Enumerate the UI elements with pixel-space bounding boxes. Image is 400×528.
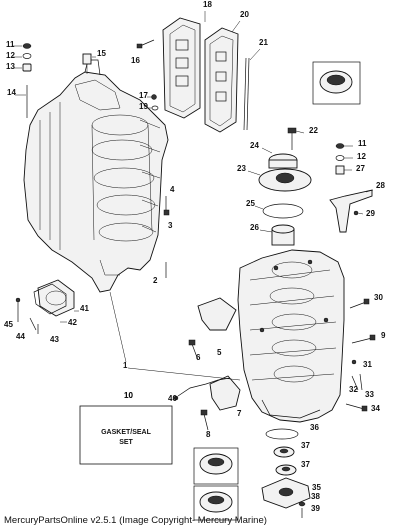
part-label-19: 19 xyxy=(139,102,148,111)
part-label-3: 3 xyxy=(168,221,173,230)
kit-box-line2: SET xyxy=(119,439,133,446)
parts-38-39 xyxy=(298,501,306,518)
part-label-33: 33 xyxy=(365,390,374,399)
bushing-26 xyxy=(259,224,295,246)
part-label-39: 39 xyxy=(311,504,320,513)
bolt-30 xyxy=(349,298,370,309)
parts-11-12-13 xyxy=(13,43,32,72)
bracket-7 xyxy=(200,375,241,431)
part-label-45: 45 xyxy=(4,320,13,329)
o-ring-25 xyxy=(254,203,304,219)
bolt-4 xyxy=(163,196,170,216)
part-label-27: 27 xyxy=(356,164,365,173)
part-label-22: 22 xyxy=(309,126,318,135)
part-label-35: 35 xyxy=(312,483,321,492)
part-label-32: 32 xyxy=(349,385,358,394)
part-label-16: 16 xyxy=(131,56,140,65)
part-label-37: 37 xyxy=(301,441,310,450)
lower-seal-inset-1 xyxy=(193,447,239,485)
part-label-23: 23 xyxy=(237,164,246,173)
part-label-43: 43 xyxy=(50,335,59,344)
bracket-28 xyxy=(329,189,374,233)
part-label-7: 7 xyxy=(237,409,242,418)
part-label-36: 36 xyxy=(310,423,319,432)
clamp-5 xyxy=(188,297,237,361)
part-label-11: 11 xyxy=(358,139,367,148)
parts-31-34 xyxy=(345,359,368,412)
part-label-26: 26 xyxy=(250,223,259,232)
part-label-18: 18 xyxy=(203,0,212,9)
crankcase-cover xyxy=(237,249,345,423)
part-label-6: 6 xyxy=(196,353,201,362)
part-label-12: 12 xyxy=(6,51,15,60)
stud-14 xyxy=(15,85,28,118)
gasket-20 xyxy=(204,20,241,133)
part-label-8: 8 xyxy=(206,430,211,439)
part-label-37: 37 xyxy=(301,460,310,469)
part-label-30: 30 xyxy=(374,293,383,302)
leader-1 xyxy=(127,367,241,381)
cable-40 xyxy=(173,377,231,401)
upper-seal-inset xyxy=(312,61,361,105)
part-label-4: 4 xyxy=(170,185,175,194)
part-label-21: 21 xyxy=(259,38,268,47)
lower-seal-inset-2 xyxy=(193,485,239,521)
part-label-17: 17 xyxy=(139,91,148,100)
part-label-29: 29 xyxy=(366,209,375,218)
seal-37b xyxy=(275,464,297,476)
housing-35 xyxy=(261,477,311,509)
bearing-cap-23 xyxy=(247,127,312,192)
part-label-10: 10 xyxy=(124,391,133,400)
part-label-1: 1 xyxy=(123,361,128,370)
part-label-11: 11 xyxy=(6,40,15,49)
kit-box-number: 10 xyxy=(124,391,133,400)
part-label-5: 5 xyxy=(217,348,222,357)
part-label-9: 9 xyxy=(381,331,386,340)
part-label-15: 15 xyxy=(97,49,106,58)
cover-plate-18 xyxy=(162,11,206,119)
part-label-41: 41 xyxy=(80,304,89,313)
seal-strip-21 xyxy=(243,48,261,131)
part-label-44: 44 xyxy=(16,332,25,341)
parts-11-12-27 xyxy=(335,143,353,175)
part-label-24: 24 xyxy=(250,141,259,150)
seal-37a xyxy=(273,446,295,458)
part-number-labels: 1234567891011121314151617181920212223242… xyxy=(4,0,386,513)
part-label-34: 34 xyxy=(371,404,380,413)
part-label-28: 28 xyxy=(376,181,385,190)
part-label-42: 42 xyxy=(68,318,77,327)
bolt-16 xyxy=(136,39,155,49)
plug-15 xyxy=(82,53,96,74)
part-label-25: 25 xyxy=(246,199,255,208)
gasket-seal-set-box: GASKET/SEAL SET xyxy=(79,405,173,465)
cover-plate-41 xyxy=(15,279,79,334)
part-label-12: 12 xyxy=(357,152,366,161)
leader-1b xyxy=(109,291,127,363)
parts-17-19 xyxy=(147,94,159,111)
copyright-footer: MercuryPartsOnline v2.5.1 (Image Copyrig… xyxy=(4,515,267,526)
part-label-31: 31 xyxy=(363,360,372,369)
part-label-14: 14 xyxy=(7,88,16,97)
part-label-2: 2 xyxy=(153,276,158,285)
part-label-40: 40 xyxy=(168,394,177,403)
part-label-20: 20 xyxy=(240,10,249,19)
o-ring-36 xyxy=(265,428,299,440)
kit-box-line1: GASKET/SEAL xyxy=(101,429,152,436)
part-label-38: 38 xyxy=(311,492,320,501)
part-label-13: 13 xyxy=(6,62,15,71)
cylinder-block xyxy=(23,59,169,293)
bolt-9 xyxy=(351,334,376,344)
